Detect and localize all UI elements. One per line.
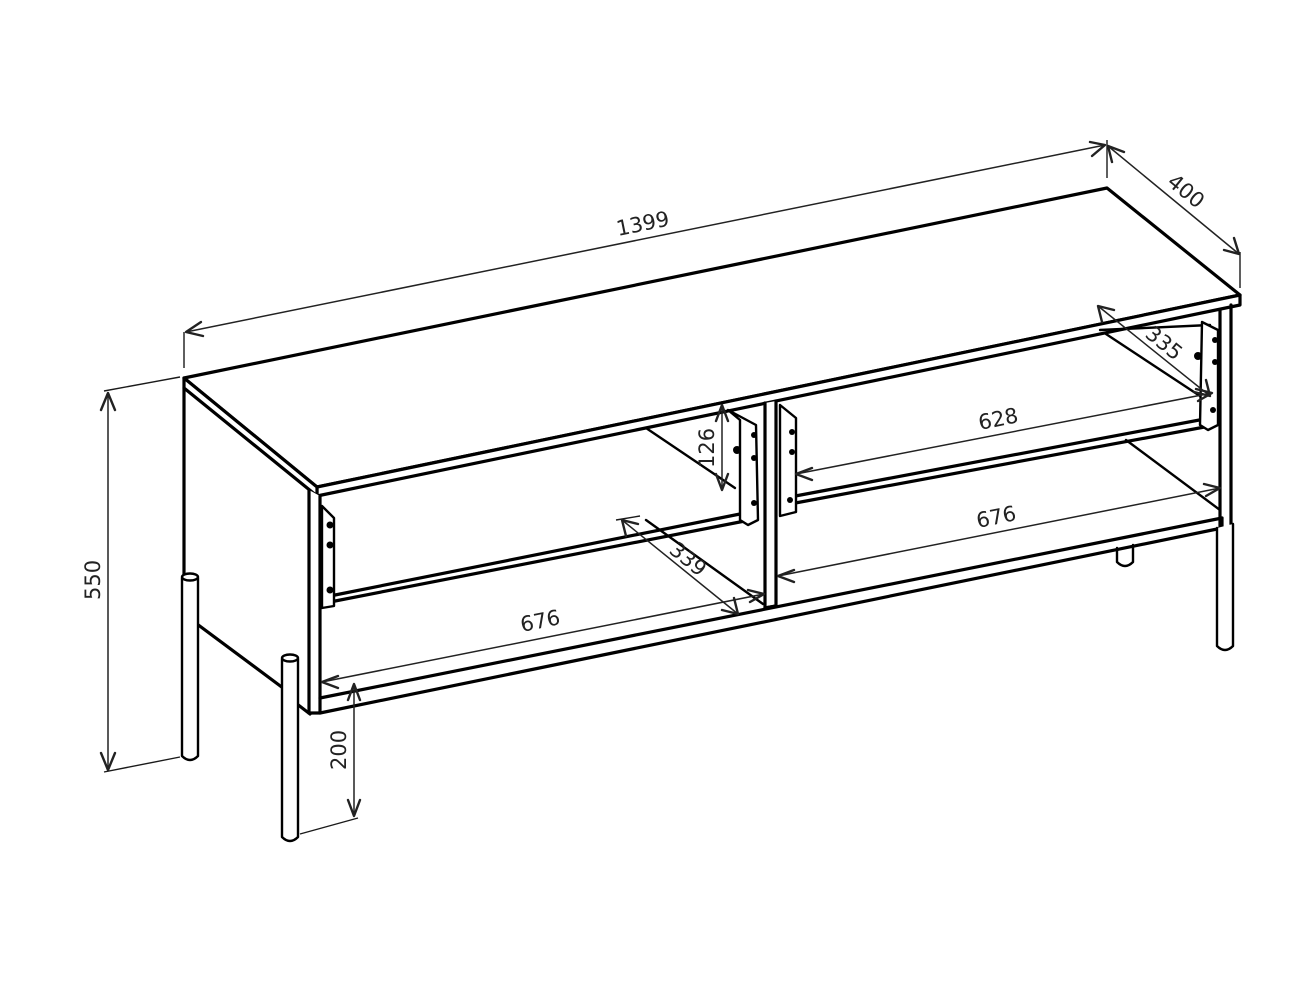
dim-label-leg-height: 200 <box>327 730 351 770</box>
dimension-shelf-height: 126 <box>695 403 730 492</box>
dim-label-overall-depth: 400 <box>1163 169 1209 213</box>
left-side-front-edge <box>307 488 322 715</box>
dimension-overall-height: 550 <box>81 376 181 773</box>
dim-label-shelf-height: 126 <box>695 428 719 468</box>
shelf-bracket-left-inner <box>726 408 760 527</box>
middle-divider <box>763 399 778 610</box>
left-shelf <box>328 510 752 598</box>
bottom-panel-bottom-edge <box>318 526 1224 715</box>
dimension-right-inner-width: 676 <box>776 482 1222 584</box>
cabinet-body <box>182 186 1242 716</box>
dim-label-overall-height: 550 <box>81 560 105 600</box>
shelf-bracket-right-inner <box>778 403 798 518</box>
dim-label-left-inner-width: 676 <box>518 605 562 637</box>
dimension-leg-height: 200 <box>299 682 362 835</box>
right-shelf <box>788 416 1212 499</box>
front-left-leg <box>280 653 300 843</box>
front-right-leg <box>1215 522 1235 652</box>
dim-label-overall-width: 1399 <box>614 207 671 241</box>
dimension-shelf-width: 628 <box>794 387 1214 482</box>
shelf-bracket-left-outer <box>320 504 336 610</box>
dimension-left-inner-width: 676 <box>320 588 766 690</box>
dimension-left-inner-depth: 339 <box>615 515 740 616</box>
shelf-bracket-right-outer <box>1194 320 1220 432</box>
dimension-overall-width: 1399 <box>183 140 1108 368</box>
back-left-leg <box>180 572 200 762</box>
dim-label-left-inner-depth: 339 <box>665 537 711 581</box>
dim-label-right-inner-width: 676 <box>974 501 1018 533</box>
dim-label-shelf-width: 628 <box>976 403 1020 435</box>
